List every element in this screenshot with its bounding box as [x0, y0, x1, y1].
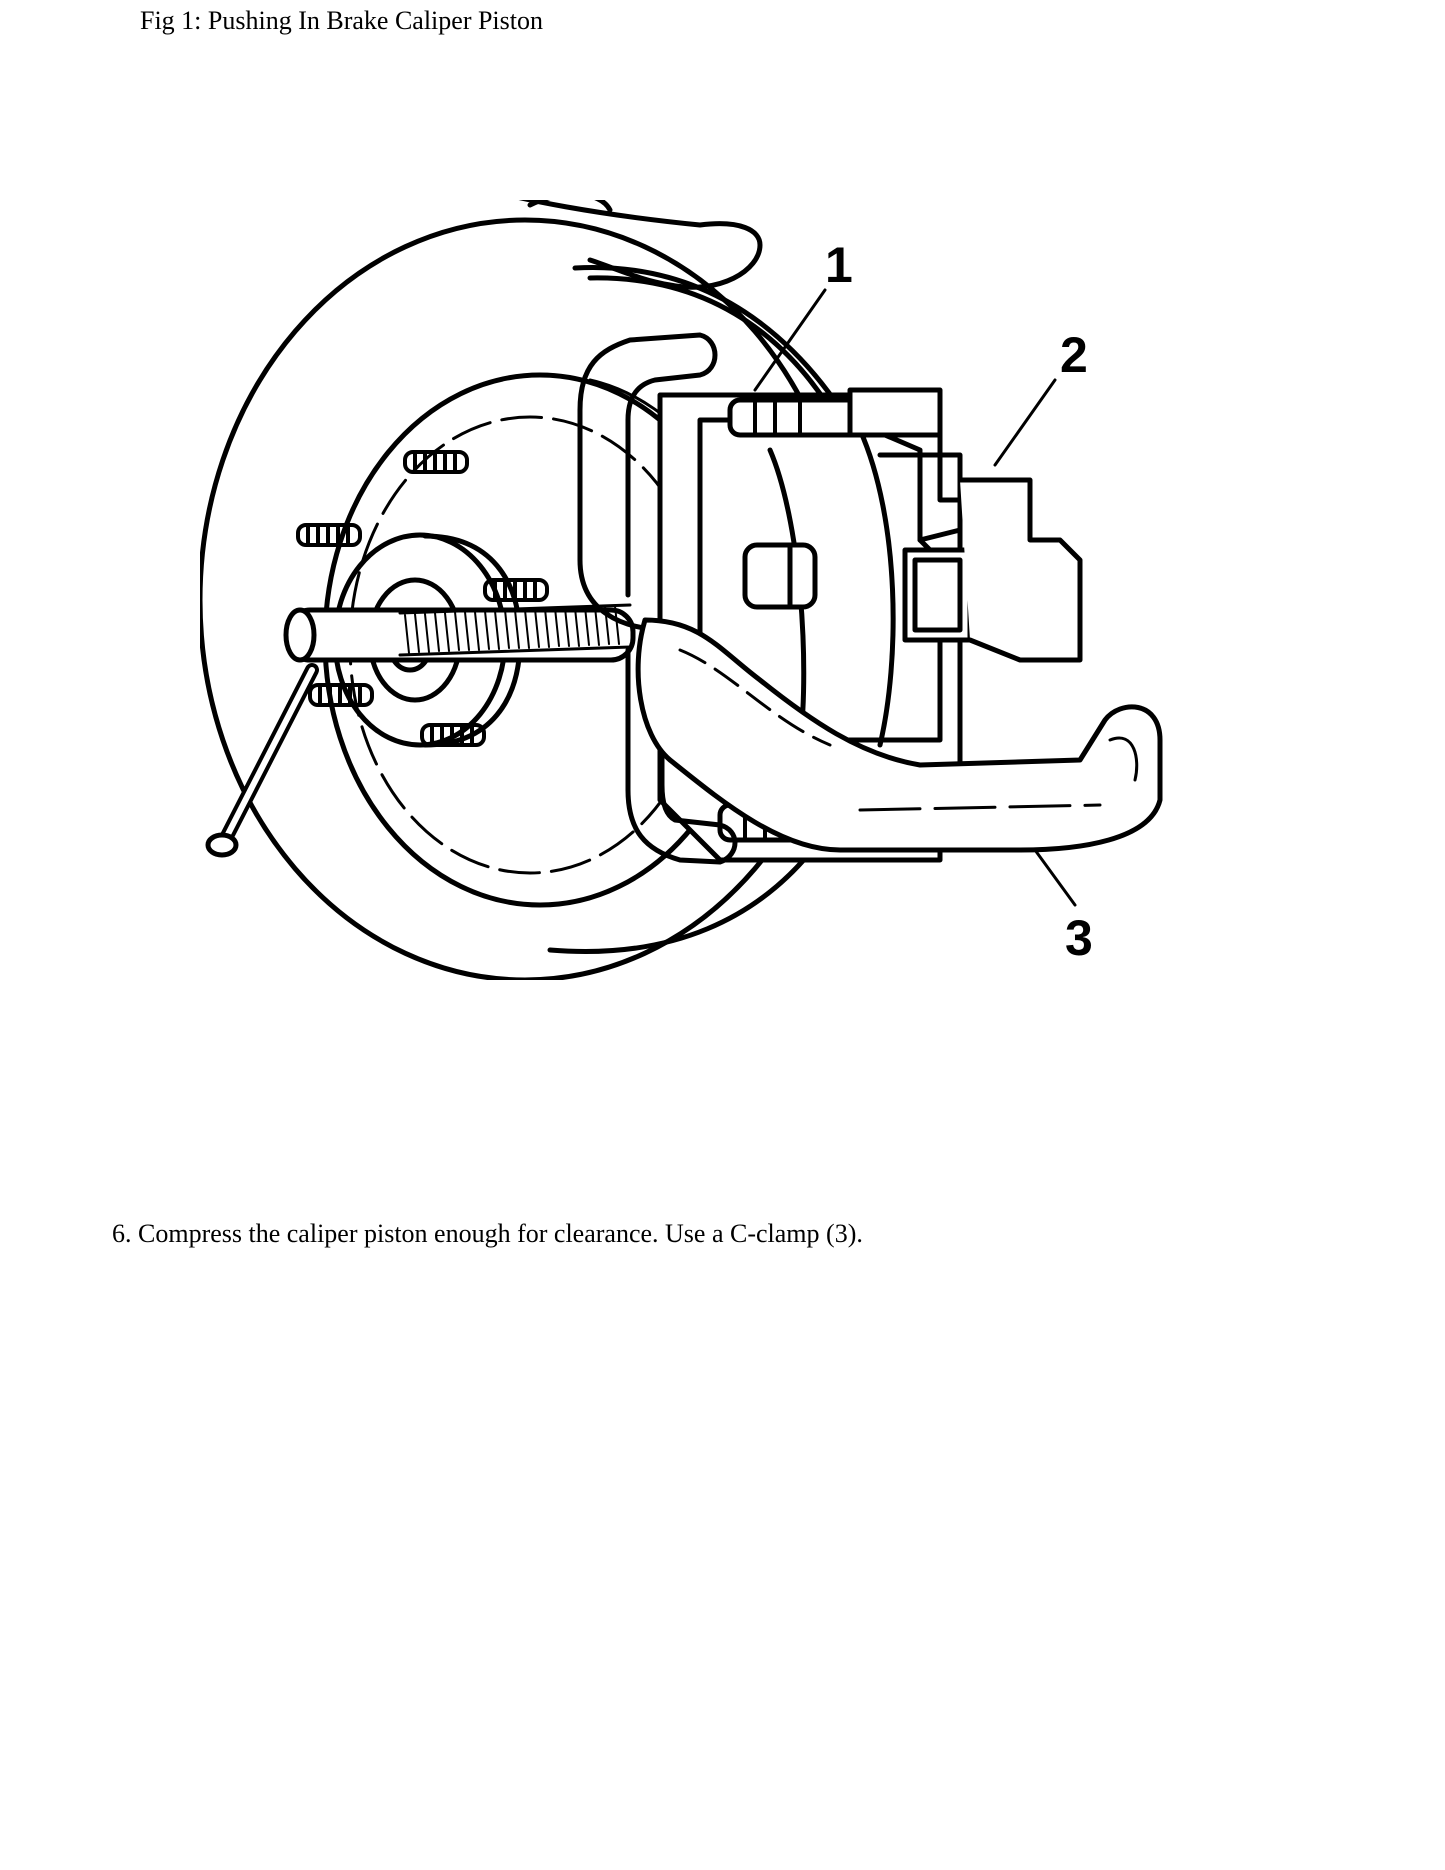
- brake-caliper-illustration: 1 2 3: [200, 200, 1320, 980]
- c-clamp-frame: [518, 200, 1163, 865]
- figure-caption: Fig 1: Pushing In Brake Caliper Piston: [140, 6, 543, 35]
- callout-2: 2: [1060, 327, 1088, 383]
- wheel-studs: [296, 450, 549, 747]
- callout-leaders: [753, 288, 1077, 907]
- callout-1: 1: [825, 237, 853, 293]
- callout-labels: 1 2 3: [825, 237, 1093, 966]
- callout-3: 3: [1065, 910, 1093, 966]
- instruction-step: 6. Compress the caliper piston enough fo…: [112, 1219, 863, 1248]
- c-clamp-screw: [205, 603, 636, 858]
